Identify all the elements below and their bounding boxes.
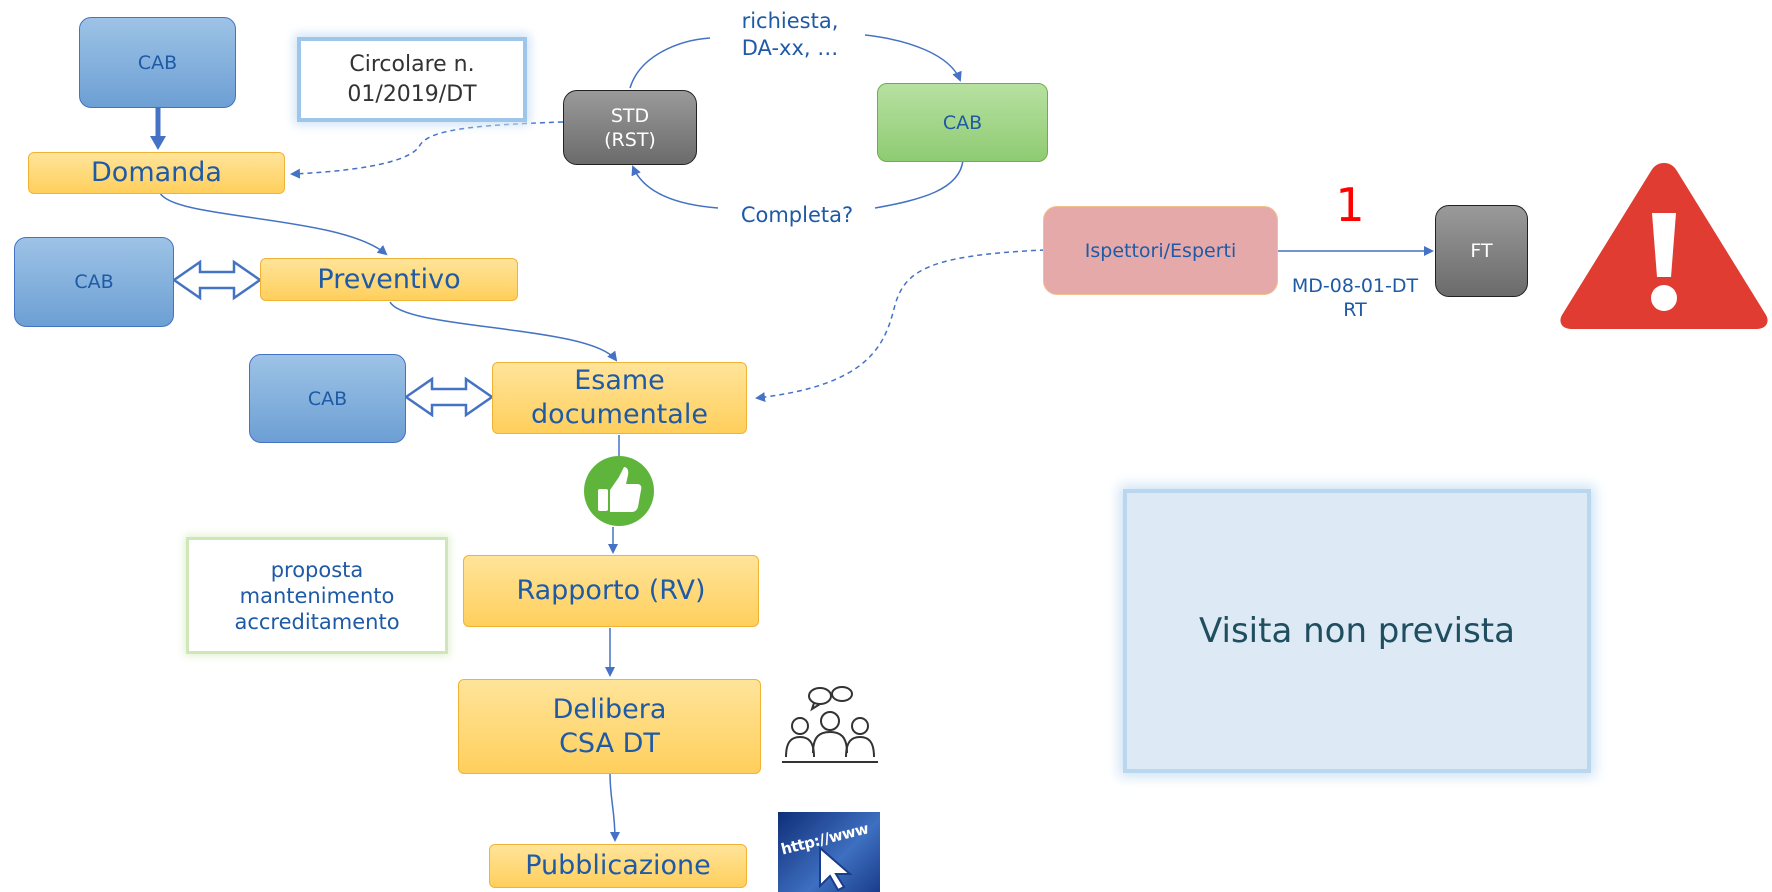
cab-preventivo-box: CAB xyxy=(14,237,174,327)
domanda-box: Domanda xyxy=(28,152,285,194)
thumbs-up-icon xyxy=(584,456,654,526)
double-arrow-esame xyxy=(403,376,495,418)
visita-box: Visita non prevista xyxy=(1123,489,1591,773)
std-box: STD (RST) xyxy=(563,90,697,165)
completa-label: Completa? xyxy=(740,203,854,227)
richiesta-label: richiesta, DA-xx, … xyxy=(741,9,839,60)
warning-triangle-icon xyxy=(1560,163,1768,329)
circolare-line-2: 01/2019/DT xyxy=(347,81,477,107)
ispettori-box: Ispettori/Esperti xyxy=(1043,206,1278,295)
preventivo-box: Preventivo xyxy=(260,258,518,301)
md-label: MD-08-01-DT RT xyxy=(1291,275,1419,321)
std-line-2: (RST) xyxy=(604,128,656,151)
arrow-delibera-pubblicazione xyxy=(609,772,620,842)
arrow-std-domanda xyxy=(290,121,564,179)
cab-top-box: CAB xyxy=(79,17,236,108)
arrow-std-cab xyxy=(629,37,711,89)
number-one-label: 1 xyxy=(1335,178,1365,232)
double-arrow-preventivo xyxy=(171,259,263,301)
std-line-1: STD xyxy=(610,104,650,127)
circolare-line-1: Circolare n. xyxy=(349,51,475,77)
ft-box: FT xyxy=(1435,205,1528,297)
pubblicazione-box: Pubblicazione xyxy=(489,844,747,888)
esame-box: Esame documentale xyxy=(492,362,747,434)
arrow-ispettori-esame xyxy=(755,249,1046,403)
arrow-domanda-preventivo xyxy=(159,192,388,256)
circolare-box: Circolare n. 01/2019/DT xyxy=(297,37,527,122)
arrow-preventivo-esame xyxy=(389,301,618,362)
arrow-cab-std xyxy=(874,159,964,209)
meeting-people-icon xyxy=(782,686,878,763)
cab-green-box: CAB xyxy=(877,83,1048,162)
http-cursor-icon: http://www xyxy=(778,812,880,892)
proposta-box: proposta mantenimento accreditamento xyxy=(186,537,448,654)
rapporto-box: Rapporto (RV) xyxy=(463,555,759,627)
cab-esame-box: CAB xyxy=(249,354,406,443)
delibera-box: Delibera CSA DT xyxy=(458,679,761,774)
